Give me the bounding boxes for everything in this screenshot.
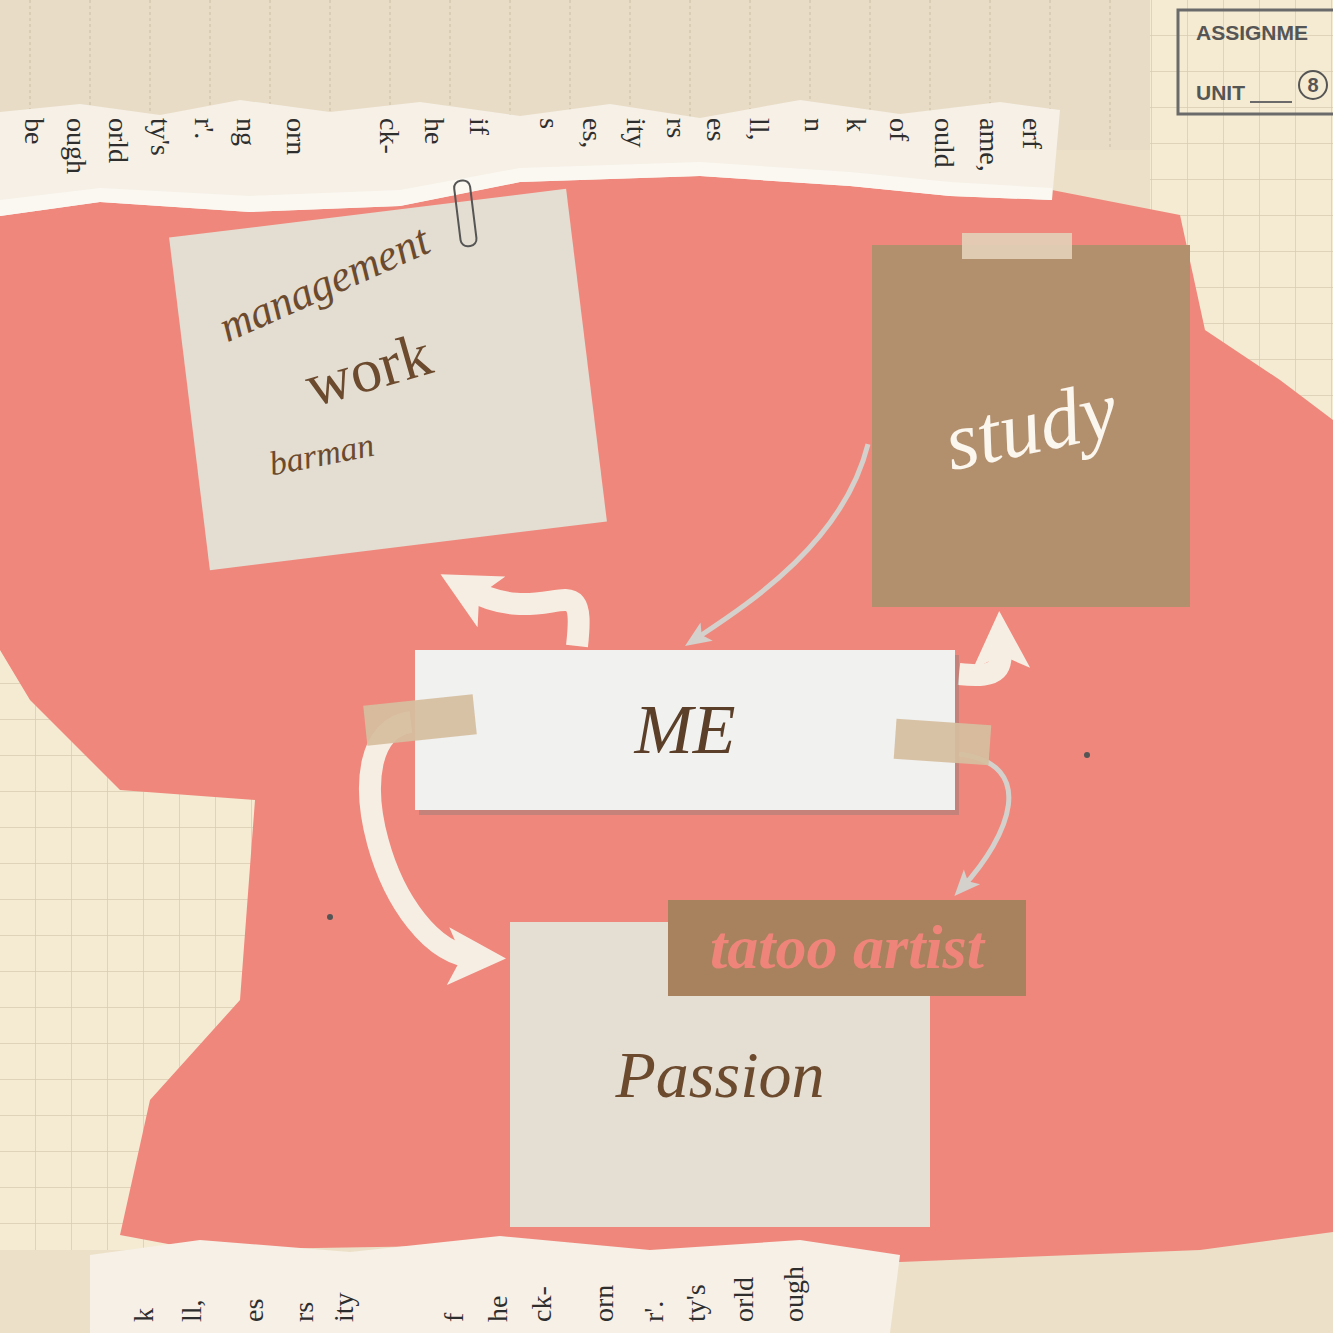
newsprint-fragment: es: [702, 118, 730, 141]
label-strip: tatoo artist: [668, 900, 1026, 996]
newsprint-fragment: es,: [578, 118, 606, 148]
thin-arrow: [695, 444, 868, 639]
newsprint-fragment: n: [800, 118, 828, 132]
newsprint-fragment: be: [20, 118, 48, 144]
note-word: ME: [634, 690, 735, 771]
flow-arrow: [467, 588, 579, 646]
newsprint-fragment: if: [465, 118, 493, 135]
newsprint-fragment: ould: [930, 118, 958, 168]
newsprint-fragment: f: [440, 1313, 468, 1322]
newsprint-fragment: ll,: [178, 1299, 206, 1322]
note-word: work: [297, 318, 439, 422]
newsprint-fragment: ity: [622, 118, 650, 148]
newsprint-fragment: ty's: [146, 118, 174, 156]
newsprint-fragment: ough: [780, 1266, 808, 1322]
work-note: managementworkbarman: [169, 189, 607, 570]
stamp-text: UNIT: [1196, 82, 1245, 103]
newsprint-fragment: erf: [1018, 118, 1046, 149]
newsprint-fragment: ame,: [975, 118, 1003, 172]
newsprint-fragment: k: [130, 1308, 158, 1322]
newsprint-fragment: s: [535, 118, 563, 129]
study-note: study: [872, 245, 1190, 607]
newsprint-fragment: orn: [590, 1285, 618, 1322]
stamp-number: 8: [1298, 70, 1328, 100]
thin-arrow: [959, 754, 1009, 887]
newsprint-fragment: he: [420, 118, 448, 144]
newsprint-fragment: orn: [282, 118, 310, 155]
newsprint-fragment: he: [484, 1296, 512, 1322]
note-word: barman: [266, 425, 377, 484]
newsprint-fragment: ng: [232, 118, 260, 146]
newsprint-fragment: ck-: [375, 118, 403, 154]
newsprint-fragment: r'.: [640, 1301, 668, 1322]
newsprint-fragment: rs: [290, 1302, 318, 1322]
newsprint-fragment: orld: [104, 118, 132, 163]
newsprint-fragment: ity: [330, 1292, 358, 1322]
newsprint-fragment: orld: [730, 1277, 758, 1322]
newsprint-fragment: ough: [62, 118, 90, 174]
newsprint-fragment: k: [842, 118, 870, 132]
tape-strip: [894, 719, 992, 766]
newsprint-fragment: of: [885, 118, 913, 141]
stamp-text: ASSIGNME: [1196, 22, 1308, 43]
note-word: study: [937, 362, 1126, 490]
newsprint-fragment: ck-: [528, 1286, 556, 1322]
note-word: Passion: [615, 1037, 824, 1113]
flow-arrow: [959, 641, 1001, 675]
note-word: tatoo artist: [710, 912, 984, 983]
newsprint-fragment: ll,: [745, 118, 773, 141]
newsprint-fragment: es: [240, 1299, 268, 1322]
newsprint-fragment: ty's: [682, 1284, 710, 1322]
newsprint-fragment: rs: [662, 118, 690, 138]
newsprint-fragment: r'.: [190, 118, 218, 139]
me-card: ME: [415, 650, 955, 810]
tape-strip: [962, 233, 1072, 259]
